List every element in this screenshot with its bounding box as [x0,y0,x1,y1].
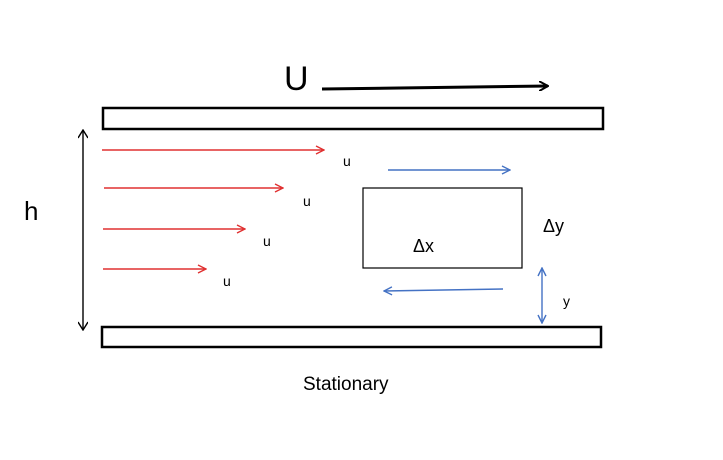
velocity-label: u [223,273,231,289]
plate-velocity-arrow [321,86,548,89]
plate-velocity-label: U [284,60,309,98]
delta-y-label: Δy [543,216,564,236]
bottom-plate [100,325,603,349]
delta-x-label: Δx [413,236,434,256]
bottom-shear-arrow [384,289,504,291]
velocity-profile [102,150,324,269]
velocity-label: u [263,233,271,249]
bottom-plate-label: Stationary [303,374,389,395]
height-label: h [24,196,38,226]
velocity-label: u [303,193,311,209]
top-plate [101,106,605,131]
velocity-label: u [343,153,351,169]
y-label: y [563,293,570,309]
fluid-element [362,187,523,269]
